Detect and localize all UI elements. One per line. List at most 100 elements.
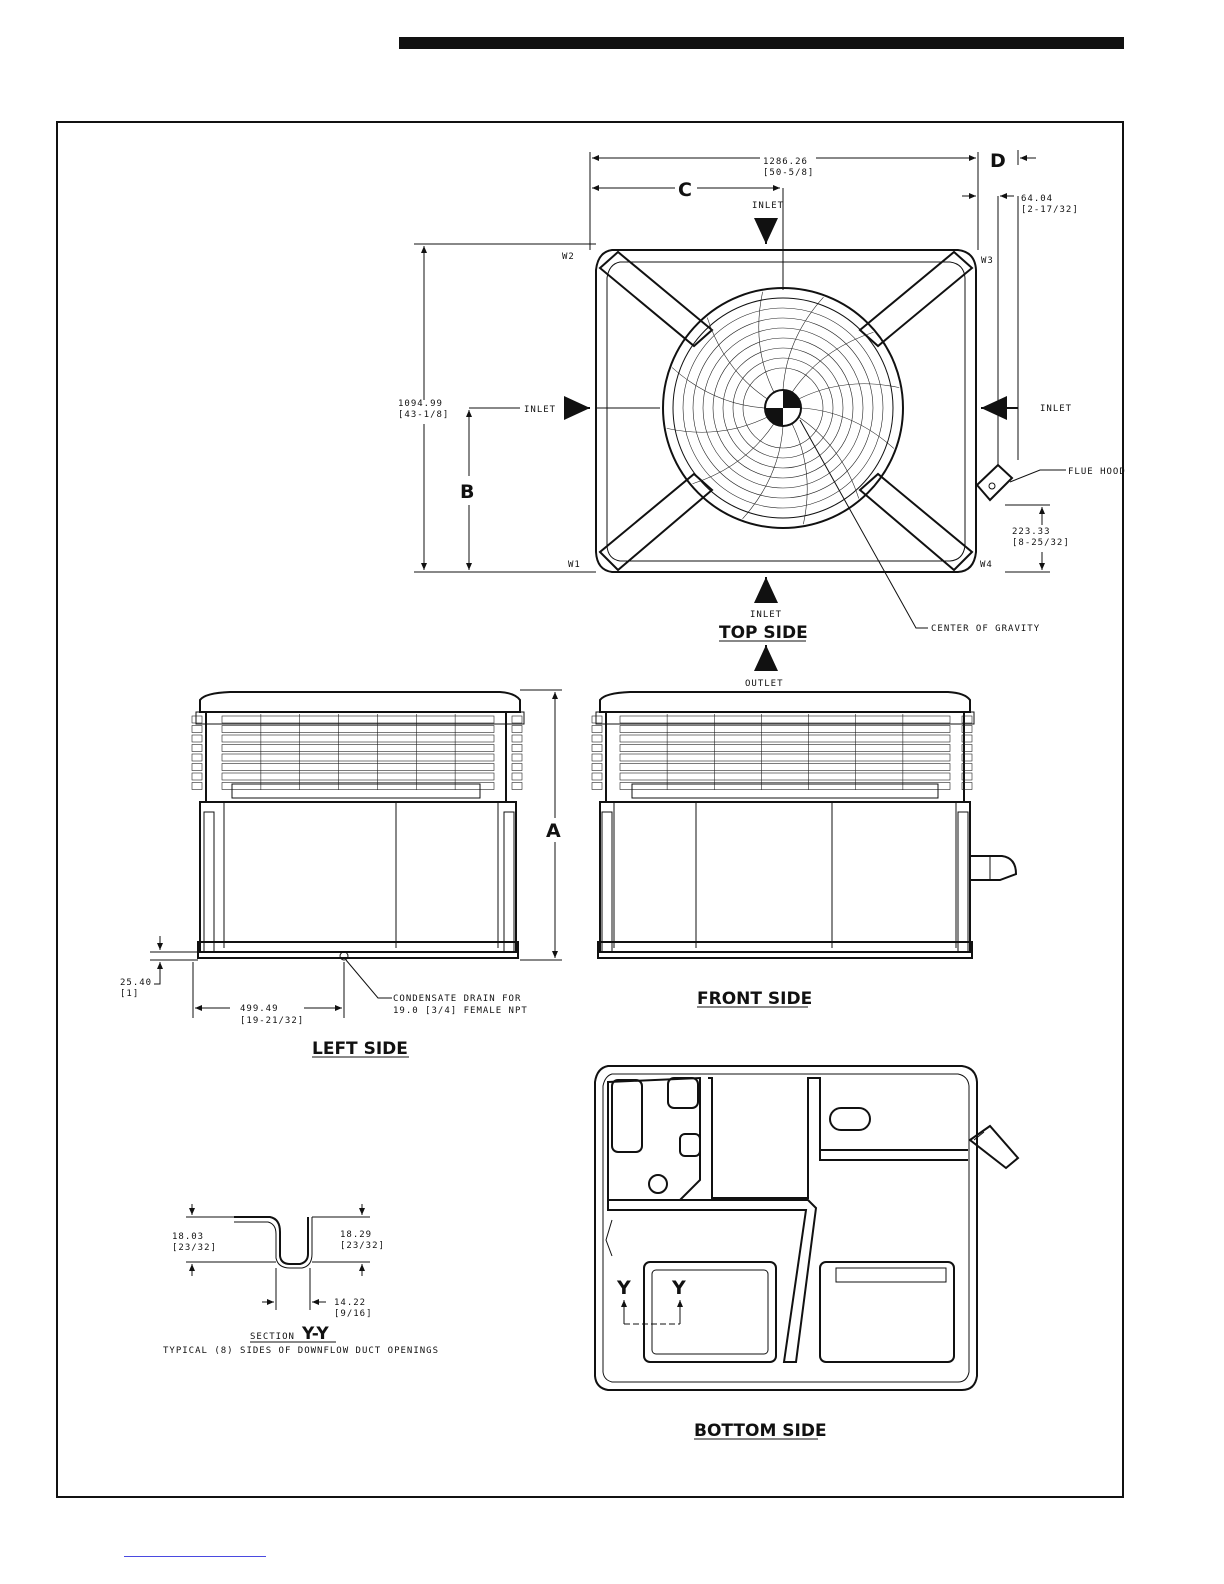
flue-offset-inches: [2-17/32] [1021, 205, 1079, 215]
side-fin [191, 763, 203, 771]
section-label: SECTION [250, 1332, 295, 1342]
louver [221, 715, 495, 724]
drawing-frame [56, 121, 1124, 1498]
side-fin [591, 782, 603, 790]
dimension-letter-a: A [546, 820, 561, 842]
side-fin [591, 763, 603, 771]
section-width-value: 14.22 [334, 1298, 366, 1308]
outlet-label: OUTLET [745, 679, 784, 689]
fan-spoke [666, 416, 768, 433]
section-marker-y-left: Y [616, 1277, 631, 1299]
side-fin [511, 715, 523, 724]
side-fin [191, 782, 203, 790]
base-height-value: 25.40 [120, 978, 152, 988]
section-yy-view [186, 1204, 370, 1343]
weight-point-w3: W3 [981, 256, 994, 266]
depth-overall-inches: [43-1/8] [398, 410, 449, 420]
side-fin [511, 725, 523, 733]
weight-point-w4: W4 [980, 560, 993, 570]
inlet-label-left: INLET [524, 405, 556, 415]
flue-hood-label: FLUE HOOD [1068, 467, 1126, 477]
weight-point-w2: W2 [562, 252, 575, 262]
flue-offset-value: 64.04 [1021, 194, 1053, 204]
fan-spoke [798, 383, 900, 400]
side-fin [961, 715, 973, 724]
side-fin [961, 744, 973, 752]
fan-spoke [671, 367, 766, 409]
inlet-label-right: INLET [1040, 404, 1072, 414]
fan-spoke [800, 407, 895, 449]
louver [619, 763, 951, 771]
louver [221, 753, 495, 762]
front-side-view [591, 691, 1018, 959]
center-of-gravity-label: CENTER OF GRAVITY [931, 624, 1040, 634]
side-fin [591, 734, 603, 743]
louver [221, 725, 495, 733]
fan-spoke [692, 423, 775, 485]
flue-height-value: 223.33 [1012, 527, 1051, 537]
louver [619, 753, 951, 762]
section-left-inches: [23/32] [172, 1243, 217, 1253]
louver [619, 782, 951, 790]
side-fin [591, 725, 603, 733]
louver [221, 763, 495, 771]
side-fin [191, 734, 203, 743]
side-fin [961, 734, 973, 743]
weight-point-w1: W1 [568, 560, 581, 570]
bottom-view [594, 1065, 1020, 1391]
width-overall-inches: [50-5/8] [763, 168, 814, 178]
fan-spoke [791, 423, 808, 525]
condensate-drain-spec: 19.0 [3/4] FEMALE NPT [393, 1006, 528, 1016]
side-fin [511, 763, 523, 771]
fan-spoke [706, 317, 768, 400]
side-fin [511, 753, 523, 762]
side-fin [591, 753, 603, 762]
side-fin [961, 753, 973, 762]
side-fin [961, 763, 973, 771]
depth-overall-value: 1094.99 [398, 399, 443, 409]
louver [619, 772, 951, 781]
section-right-inches: [23/32] [340, 1241, 385, 1251]
side-fin [511, 782, 523, 790]
side-fin [961, 725, 973, 733]
side-fin [961, 782, 973, 790]
side-fin [591, 772, 603, 781]
section-id: Y-Y [301, 1324, 329, 1344]
dimension-letter-b: B [460, 481, 474, 503]
fan-spoke [782, 296, 824, 391]
base-height-inches: [1] [120, 989, 139, 999]
louver [221, 744, 495, 752]
side-fin [591, 715, 603, 724]
section-right-value: 18.29 [340, 1230, 372, 1240]
width-overall-value: 1286.26 [763, 157, 808, 167]
side-fin [191, 772, 203, 781]
louver [221, 782, 495, 790]
title-front-side: FRONT SIDE [697, 989, 812, 1009]
side-fin [191, 744, 203, 752]
header-rule [399, 37, 1124, 49]
side-fin [961, 772, 973, 781]
louver [619, 725, 951, 733]
top-view [595, 249, 1014, 573]
side-fin [191, 753, 203, 762]
side-fin [191, 725, 203, 733]
condensate-drain-label: CONDENSATE DRAIN FOR [393, 994, 521, 1004]
louver [221, 772, 495, 781]
drain-offset-inches: [19-21/32] [240, 1016, 304, 1026]
footer-link-rule [124, 1556, 266, 1557]
louver [619, 744, 951, 752]
side-fin [191, 715, 203, 724]
side-fin [591, 744, 603, 752]
fan-spoke [758, 291, 775, 393]
dimension-letter-c: C [678, 179, 692, 201]
fan-spoke [742, 425, 784, 520]
section-marker-y-right: Y [671, 1277, 686, 1299]
fan-spoke [798, 416, 860, 499]
inlet-label-top: INLET [752, 201, 784, 211]
side-fin [511, 734, 523, 743]
side-fin [511, 772, 523, 781]
side-fin [511, 744, 523, 752]
left-side-view [191, 691, 525, 961]
louver [221, 734, 495, 743]
